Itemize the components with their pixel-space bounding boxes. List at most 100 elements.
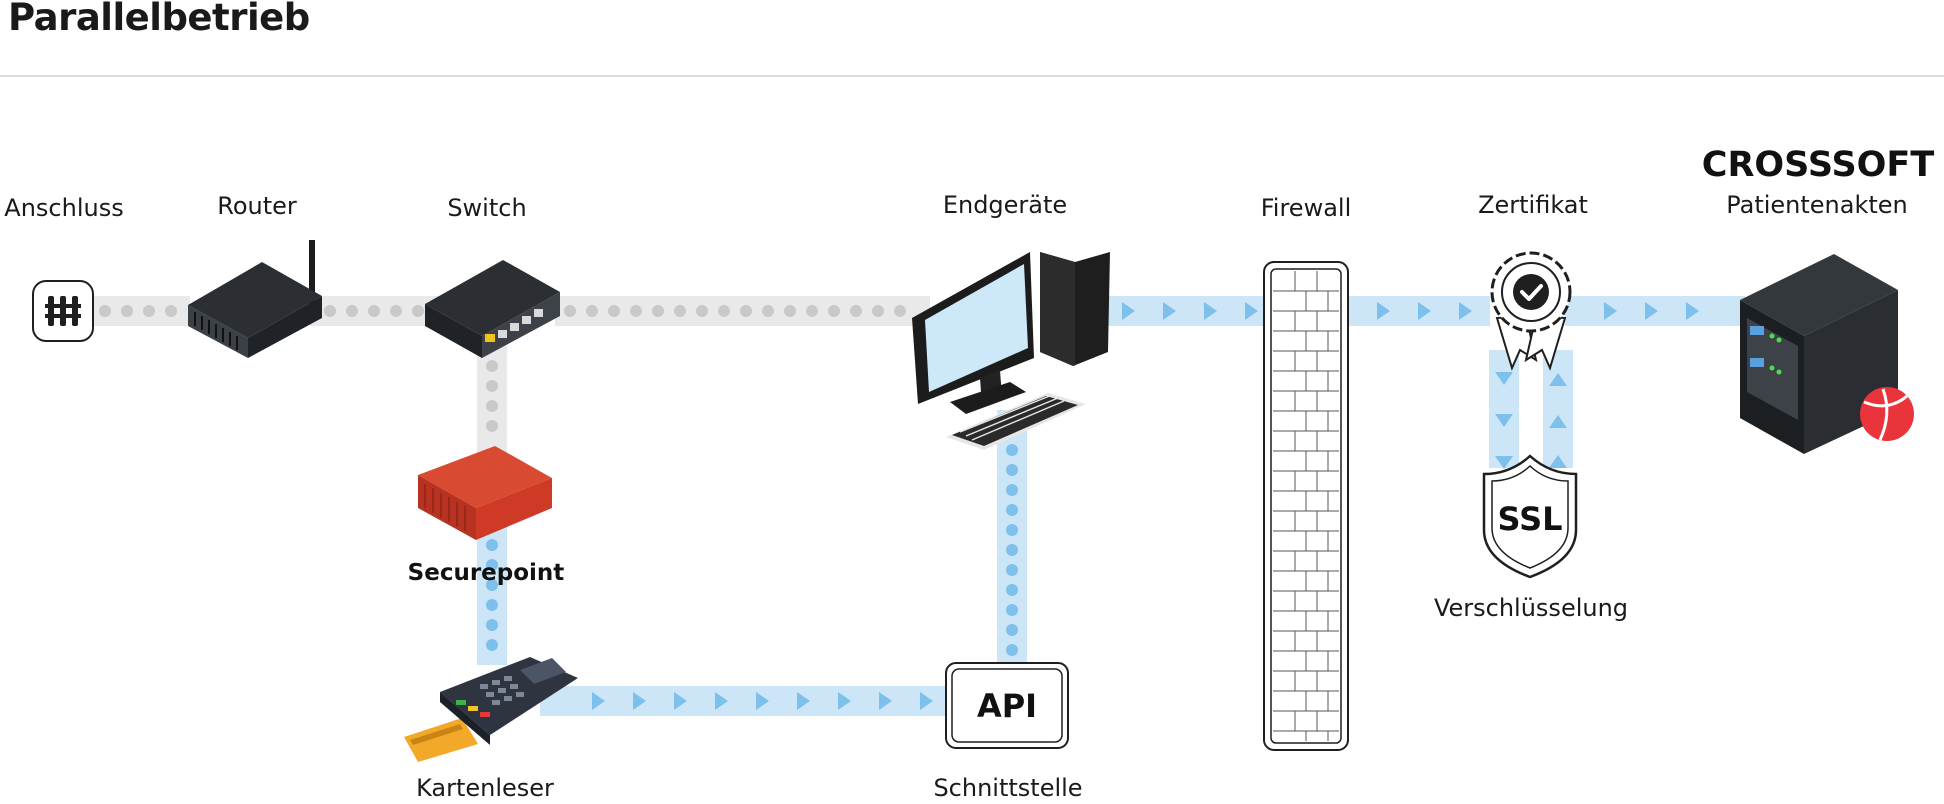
api-box-icon: API — [945, 662, 1069, 749]
securepoint-appliance-icon — [418, 446, 552, 540]
title-divider — [0, 75, 1944, 77]
flow-arrow-right — [920, 692, 933, 710]
unsecured-dot — [346, 305, 358, 317]
flow-arrow-right — [633, 692, 646, 710]
secured-dot — [486, 599, 498, 611]
label-patientenakten: Patientenakten — [1726, 191, 1908, 219]
label-verschluesselung: Verschlüsselung — [1434, 594, 1628, 622]
secured-dot — [486, 539, 498, 551]
flow-arrow-right — [715, 692, 728, 710]
unsecured-dot — [872, 305, 884, 317]
flow-arrow-right — [1245, 302, 1258, 320]
label-securepoint: Securepoint — [408, 560, 565, 586]
unsecured-dot — [784, 305, 796, 317]
flow-arrow-right — [1686, 302, 1699, 320]
unsecured-dot — [486, 380, 498, 392]
flow-arrow-right — [592, 692, 605, 710]
label-switch: Switch — [447, 194, 526, 222]
unsecured-dot — [564, 305, 576, 317]
flow-arrow-right — [1163, 302, 1176, 320]
unsecured-dot — [165, 305, 177, 317]
unsecured-dot — [828, 305, 840, 317]
secured-dot — [1006, 504, 1018, 516]
secured-dot — [486, 579, 498, 591]
firewall-bricks — [1273, 271, 1339, 741]
unsecured-dot — [390, 305, 402, 317]
unsecured-dot — [608, 305, 620, 317]
secured-dot — [486, 559, 498, 571]
flow-arrow-down — [1495, 414, 1513, 427]
switch-icon — [425, 260, 560, 358]
secured-dot — [1006, 524, 1018, 536]
label-anschluss: Anschluss — [4, 194, 123, 222]
secured-dot — [1006, 584, 1018, 596]
secured-dot — [1006, 484, 1018, 496]
flow-arrow-right — [1645, 302, 1658, 320]
page-title: Parallelbetrieb — [8, 0, 310, 39]
unsecured-dot — [486, 420, 498, 432]
unsecured-dot — [486, 400, 498, 412]
secured-dot — [1006, 644, 1018, 656]
flow-arrow-right — [797, 692, 810, 710]
unsecured-dot — [762, 305, 774, 317]
label-schnittstelle: Schnittstelle — [933, 774, 1082, 802]
unsecured-dot — [99, 305, 111, 317]
desktop-computer-icon — [912, 252, 1110, 450]
unsecured-dot — [894, 305, 906, 317]
flow-arrow-right — [1204, 302, 1217, 320]
secured-connections — [477, 296, 1745, 716]
flow-arrow-down — [1495, 456, 1513, 469]
ssl-shield-icon: SSL — [1482, 454, 1578, 579]
flow-arrow-right — [838, 692, 851, 710]
unsecured-dot — [586, 305, 598, 317]
unsecured-dot — [806, 305, 818, 317]
card-reader-icon — [404, 657, 578, 762]
flow-arrow-right — [1418, 302, 1431, 320]
secured-dot — [1006, 464, 1018, 476]
secured-dot — [486, 639, 498, 651]
unsecured-dots — [99, 305, 906, 432]
connection-port-icon — [32, 280, 94, 342]
label-zertifikat: Zertifikat — [1478, 191, 1588, 219]
secured-dot — [1006, 444, 1018, 456]
unsecured-dot — [740, 305, 752, 317]
flow-arrow-right — [1122, 302, 1135, 320]
label-firewall: Firewall — [1261, 194, 1352, 222]
router-icon — [188, 240, 322, 358]
crosssoft-logo-icon — [1860, 387, 1914, 441]
secured-dot — [1006, 544, 1018, 556]
unsecured-dot — [696, 305, 708, 317]
unsecured-dot — [850, 305, 862, 317]
label-kartenleser: Kartenleser — [416, 774, 554, 802]
firewall-wall-icon — [1263, 261, 1349, 751]
certificate-icon — [1490, 251, 1572, 371]
unsecured-dot — [143, 305, 155, 317]
unsecured-connections — [90, 296, 930, 454]
secured-dot — [1006, 564, 1018, 576]
secured-dot — [1006, 604, 1018, 616]
flow-arrow-up — [1549, 455, 1567, 468]
flow-arrow-right — [756, 692, 769, 710]
unsecured-dot — [324, 305, 336, 317]
unsecured-dot — [121, 305, 133, 317]
flow-arrow-down — [1495, 372, 1513, 385]
flow-arrow-right — [674, 692, 687, 710]
flow-arrow-right — [1604, 302, 1617, 320]
brand-crosssoft: CROSSSOFT — [1702, 145, 1935, 185]
flow-arrow-right — [1377, 302, 1390, 320]
unsecured-dot — [486, 360, 498, 372]
line-zertifikat-ssl-down — [1489, 350, 1519, 468]
unsecured-dot — [412, 305, 424, 317]
label-endgeraete: Endgeräte — [943, 191, 1067, 219]
ssl-label: SSL — [1497, 500, 1562, 538]
unsecured-dot — [630, 305, 642, 317]
unsecured-dot — [368, 305, 380, 317]
flow-arrow-right — [879, 692, 892, 710]
unsecured-dot — [718, 305, 730, 317]
unsecured-dot — [674, 305, 686, 317]
flow-arrow-up — [1549, 415, 1567, 428]
unsecured-dot — [652, 305, 664, 317]
line-zertifikat-ssl-up — [1543, 350, 1573, 468]
secured-dot — [1006, 624, 1018, 636]
